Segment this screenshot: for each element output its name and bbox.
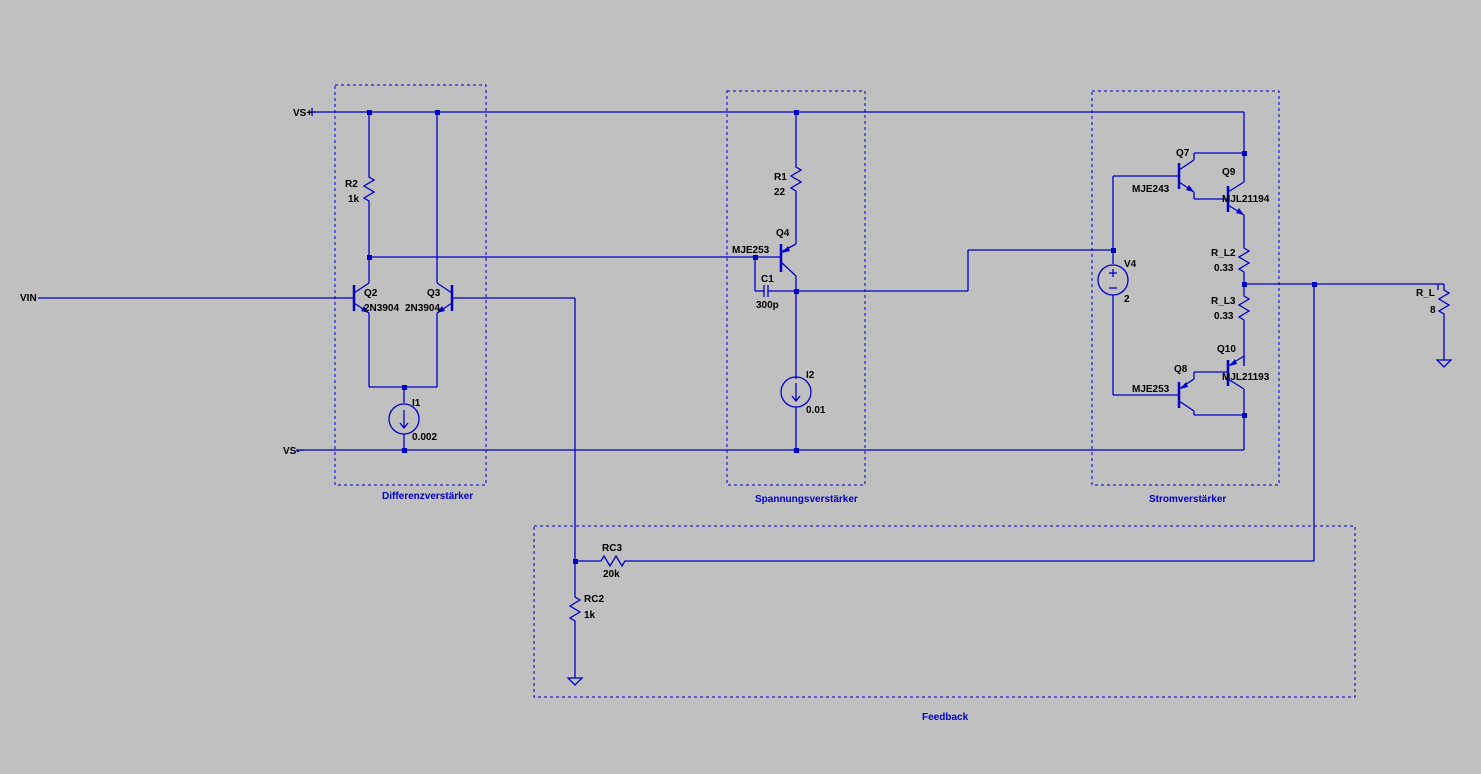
r2-value: 1k xyxy=(348,194,360,205)
r1-value: 22 xyxy=(774,187,786,198)
ground-symbol-rl xyxy=(1435,359,1453,368)
resistor-r1[interactable] xyxy=(789,163,803,195)
resistor-rl2[interactable] xyxy=(1237,244,1251,276)
q3-model: 2N3904 xyxy=(405,303,440,314)
group-label-strom: Stromverstärker xyxy=(1149,494,1226,505)
group-label-spann: Spannungsverstärker xyxy=(755,494,858,505)
rc3-name: RC3 xyxy=(602,543,622,554)
net-label-vsplus: VS+ xyxy=(293,108,312,119)
q7-name: Q7 xyxy=(1176,148,1190,159)
group-box-feedback xyxy=(533,525,1356,698)
q4-name: Q4 xyxy=(776,228,790,239)
q4-model: MJE253 xyxy=(732,245,770,256)
rc2-value: 1k xyxy=(584,610,596,621)
rl-name: R_L xyxy=(1416,288,1435,299)
q3-name: Q3 xyxy=(427,288,441,299)
q8-name: Q8 xyxy=(1174,364,1188,375)
rl-value: 8 xyxy=(1430,305,1436,316)
resistor-rl[interactable] xyxy=(1437,284,1451,318)
rl2-value: 0.33 xyxy=(1214,263,1234,274)
resistor-rc3[interactable] xyxy=(597,554,629,568)
capacitor-c1[interactable] xyxy=(763,285,769,297)
v4-value: 2 xyxy=(1124,294,1130,305)
q7-model: MJE243 xyxy=(1132,184,1170,195)
rc2-name: RC2 xyxy=(584,594,604,605)
q9-name: Q9 xyxy=(1222,167,1236,178)
r1-name: R1 xyxy=(774,172,787,183)
rc3-value: 20k xyxy=(603,569,620,580)
current-source-i2[interactable] xyxy=(780,376,812,408)
group-label-feedback: Feedback xyxy=(922,712,969,723)
group-box-spann xyxy=(726,90,866,486)
q9-model: MJL21194 xyxy=(1222,194,1270,205)
transistor-q10[interactable] xyxy=(1226,355,1245,390)
i1-name: I1 xyxy=(412,398,421,409)
q2-name: Q2 xyxy=(364,288,378,299)
resistor-rc2[interactable] xyxy=(568,593,582,625)
resistor-r2[interactable] xyxy=(362,173,376,205)
resistor-rl3[interactable] xyxy=(1237,292,1251,324)
q10-model: MJL21193 xyxy=(1222,372,1270,383)
i1-value: 0.002 xyxy=(412,432,437,443)
transistor-q7[interactable] xyxy=(1173,159,1195,193)
q8-model: MJE253 xyxy=(1132,384,1170,395)
r2-name: R2 xyxy=(345,179,358,190)
c1-value: 300p xyxy=(756,300,779,311)
transistor-q3[interactable] xyxy=(436,282,460,314)
vs-plus-rail[interactable] xyxy=(308,108,1245,153)
rl3-value: 0.33 xyxy=(1214,311,1234,322)
i2-value: 0.01 xyxy=(806,405,826,416)
transistor-q9[interactable] xyxy=(1226,181,1245,216)
i2-name: I2 xyxy=(806,370,815,381)
group-box-strom xyxy=(1091,90,1280,486)
ground-symbol-rc2 xyxy=(566,677,584,686)
transistor-q8[interactable] xyxy=(1173,378,1195,412)
rl2-name: R_L2 xyxy=(1211,248,1236,259)
group-box-diff xyxy=(334,84,487,486)
rl3-name: R_L3 xyxy=(1211,296,1236,307)
net-label-vin: VIN xyxy=(20,293,37,304)
v4-name: V4 xyxy=(1124,259,1137,270)
net-label-vsminus: VS- xyxy=(283,446,300,457)
transistor-q2[interactable] xyxy=(346,282,370,314)
q10-name: Q10 xyxy=(1217,344,1236,355)
c1-name: C1 xyxy=(761,274,774,285)
junction-dots xyxy=(367,110,1317,564)
q2-model: 2N3904 xyxy=(364,303,399,314)
group-label-diff: Differenzverstärker xyxy=(382,491,473,502)
transistor-q4[interactable] xyxy=(775,243,797,277)
